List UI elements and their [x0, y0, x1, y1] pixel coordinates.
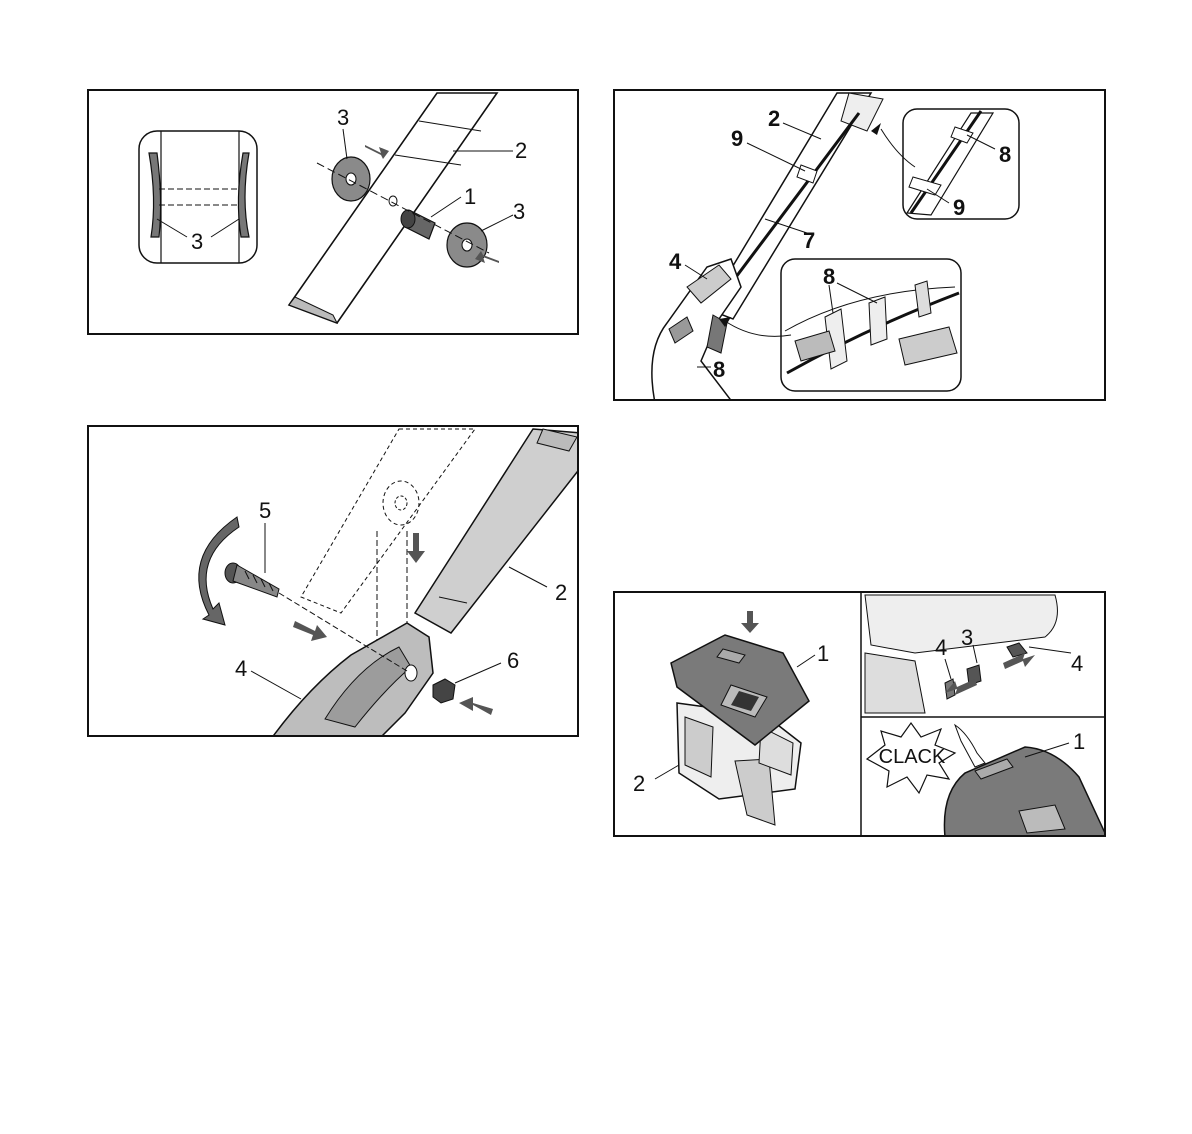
label-pin-mid: 3 [961, 625, 973, 650]
bolt [225, 563, 279, 597]
pins-detail [865, 595, 1057, 713]
pressing-finger [955, 725, 985, 767]
label-clips: 8 [713, 357, 725, 382]
label-inset-pads: 3 [191, 229, 203, 254]
arrow-nut-in [459, 697, 493, 715]
label-housing: 4 [235, 656, 247, 681]
label-handle: 2 [515, 138, 527, 163]
label-pin-right: 4 [1071, 651, 1083, 676]
label-inset-top-clip: 8 [999, 142, 1011, 167]
arrow-bolt-in [293, 621, 327, 641]
nut [433, 679, 455, 703]
label-spacer: 1 [464, 184, 476, 209]
label-cover-closed: 1 [1073, 729, 1085, 754]
label-handle: 2 [768, 106, 780, 131]
inset-bottom-clips [781, 259, 961, 391]
label-handle: 2 [555, 580, 567, 605]
figure-4-drawing: 1 2 4 3 4 CLACK 1 [615, 593, 1106, 837]
label-washer-left: 3 [337, 105, 349, 130]
figure-1-handle-spacer: 3 2 1 3 3 [87, 89, 579, 335]
washer-left [332, 157, 370, 201]
cover-closed [944, 747, 1105, 837]
clack-text: CLACK [879, 746, 946, 768]
label-washer-right: 3 [513, 199, 525, 224]
label-pin-left: 4 [935, 635, 947, 660]
label-cover: 1 [817, 641, 829, 666]
arrow-down [741, 611, 759, 633]
label-lever: 4 [669, 249, 682, 274]
figure-1-drawing: 3 2 1 3 3 [89, 91, 579, 335]
figure-2-cable-routing: 2 9 7 4 8 8 9 8 [613, 89, 1106, 401]
label-bolt: 5 [259, 498, 271, 523]
figure-2-drawing: 2 9 7 4 8 8 9 8 [615, 91, 1106, 401]
figure-3-drawing: 5 2 4 6 [89, 427, 579, 737]
housing [271, 623, 433, 737]
figure-4-cover-fitting: 1 2 4 3 4 CLACK 1 [613, 591, 1106, 837]
label-box: 2 [633, 771, 645, 796]
label-nut: 6 [507, 648, 519, 673]
arrow-in-left [365, 145, 389, 159]
label-cable-clip: 9 [731, 126, 743, 151]
lever-housing [652, 259, 741, 401]
label-inset-top-clip2: 9 [953, 195, 965, 220]
figure-3-bolt-assembly: 5 2 4 6 [87, 425, 579, 737]
label-inset-bottom-clips: 8 [823, 264, 835, 289]
arrow-down [407, 533, 425, 563]
spacer [401, 210, 435, 239]
label-cable: 7 [803, 228, 815, 253]
